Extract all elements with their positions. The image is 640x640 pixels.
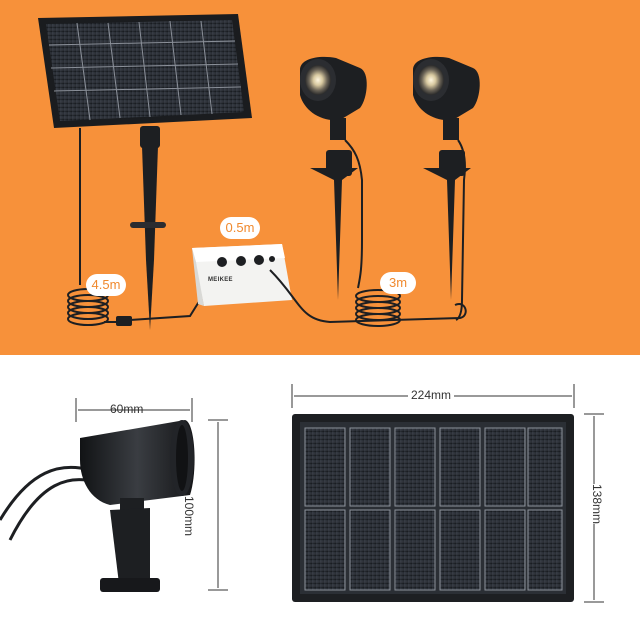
solar-panel-front xyxy=(292,414,574,602)
panel-cable-coil xyxy=(67,128,201,326)
spotlight-height-text: 100mm xyxy=(182,496,196,537)
panel-ground-stake xyxy=(130,126,166,330)
spotlight-top-left xyxy=(300,56,367,300)
panel-height-text: 138mm xyxy=(590,484,604,525)
spotlight-top-right xyxy=(413,56,480,321)
spotlight-dimension-lines xyxy=(75,398,228,591)
box-cable-length-label: 0.5m xyxy=(220,217,260,239)
spotlight-side-view xyxy=(0,420,195,592)
cable-connector xyxy=(116,316,132,326)
panel-width-text: 224mm xyxy=(408,388,455,402)
controller-brand-logo: MEIKEE xyxy=(208,277,233,283)
light-cable-coil xyxy=(355,239,401,327)
solar-panel-top xyxy=(38,14,252,128)
panel-cable-length-label: 4.5m xyxy=(86,274,126,296)
controller-box xyxy=(192,244,467,324)
light-cable-length-label: 3m xyxy=(380,272,416,294)
spotlight-width-text: 60mm xyxy=(110,402,144,416)
